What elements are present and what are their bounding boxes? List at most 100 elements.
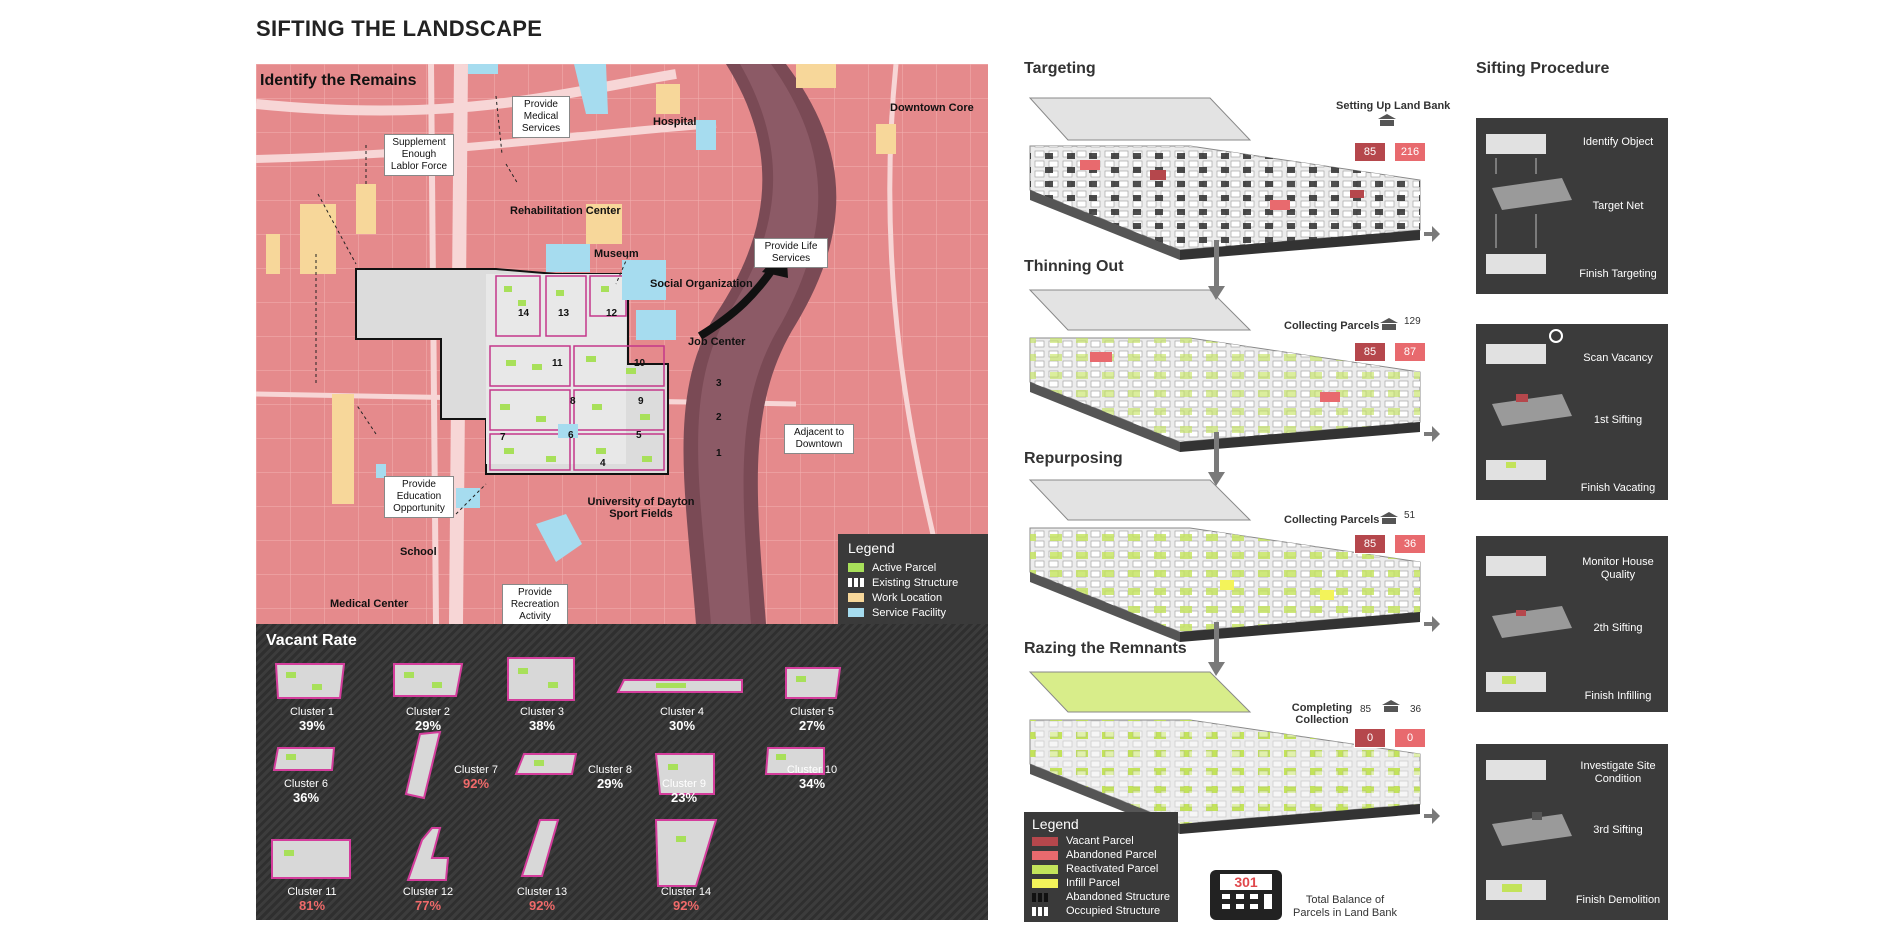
swatch — [848, 563, 864, 572]
map-legend: Legend Active Parcel Existing Structure … — [838, 534, 988, 624]
cluster-number-12: 12 — [606, 308, 618, 319]
cluster-number-1: 1 — [716, 448, 722, 459]
procedure-panel-3: Monitor House Quality 2th Sifting Finish… — [1476, 536, 1668, 712]
slab-targeting — [1028, 97, 1421, 260]
cluster-number-13: 13 — [558, 308, 570, 319]
procedure-1-mid: Target Net — [1592, 200, 1644, 212]
slab-razing-the-remnants — [1028, 671, 1421, 834]
cluster-shapes — [271, 657, 842, 887]
cluster-number-3: 3 — [716, 378, 722, 389]
callout-life-services: Provide Life Services — [754, 238, 828, 268]
swatch — [1032, 864, 1058, 874]
label-rehabilitation-center: Rehabilitation Center — [510, 205, 621, 217]
label-hospital: Hospital — [653, 116, 697, 128]
map-graphics — [256, 64, 988, 624]
swatch — [1032, 892, 1058, 902]
sifting-steps-graphics — [1028, 97, 1440, 834]
procedure-3-top: Monitor House Quality — [1582, 556, 1654, 581]
cluster-number-14: 14 — [518, 308, 530, 319]
cluster-number-7: 7 — [500, 432, 506, 443]
procedure-graphic — [1486, 556, 1572, 692]
map-legend-title: Legend — [848, 540, 895, 556]
procedure-1-bottom: Finish Targeting — [1579, 268, 1657, 280]
procedure-2-top: Scan Vacancy — [1583, 352, 1653, 364]
label-ud-sport-fields: University of Dayton Sport Fields — [587, 496, 695, 520]
label-social-organization: Social Organization — [650, 278, 753, 290]
bank-abandoned-count-4: 0 — [1394, 728, 1426, 748]
bank-side-count-4: 36 — [1410, 704, 1422, 715]
procedure-3-bottom: Finish Infilling — [1584, 690, 1652, 702]
magnifier-icon — [1549, 329, 1563, 343]
cluster-number-10: 10 — [634, 358, 646, 369]
procedure-graphic — [1486, 134, 1572, 274]
slab-repurposing — [1028, 479, 1421, 642]
land-bank-total-label: Total Balance of Parcels in Land Bank — [1293, 894, 1397, 919]
parcel-legend-item: Vacant Parcel — [1024, 834, 1178, 848]
label-school: School — [400, 546, 437, 558]
bank-icon — [1380, 512, 1398, 526]
procedure-4-top: Investigate Site Condition — [1580, 760, 1656, 785]
bank-side-count-2: 129 — [1404, 316, 1421, 327]
bank-abandoned-count-2: 87 — [1394, 342, 1426, 362]
step-repurposing-title: Repurposing — [1024, 450, 1123, 467]
procedure-1-top: Identify Object — [1582, 136, 1654, 148]
callout-adjacent-downtown: Adjacent to Downtown — [784, 424, 854, 454]
parcel-legend-item: Infill Parcel — [1024, 876, 1178, 890]
swatch — [1032, 850, 1058, 860]
cluster-number-2: 2 — [716, 412, 722, 423]
parcel-legend-title: Legend — [1032, 816, 1079, 832]
cluster-number-6: 6 — [568, 430, 574, 441]
swatch — [848, 608, 864, 617]
procedure-graphic — [1486, 329, 1572, 480]
procedure-3-mid: 2th Sifting — [1593, 622, 1643, 634]
swatch — [1032, 836, 1058, 846]
procedure-4-bottom: Finish Demolition — [1575, 894, 1661, 906]
callout-medical-services: Provide Medical Services — [512, 96, 570, 138]
step-targeting-title: Targeting — [1024, 60, 1096, 77]
label-medical-center: Medical Center — [330, 598, 409, 610]
map-heading: Identify the Remains — [260, 72, 417, 89]
procedure-panel-2: Scan Vacancy 1st Sifting Finish Vacating — [1476, 324, 1668, 500]
cluster-number-9: 9 — [638, 396, 644, 407]
callout-labor-force: Supplement Enough Lablor Force — [384, 134, 454, 176]
bank-icon — [1378, 114, 1396, 128]
slab-thinning-out — [1028, 289, 1421, 452]
swatch — [848, 593, 864, 602]
parcel-legend-item: Reactivated Parcel — [1024, 862, 1178, 876]
land-bank-total: 301 — [1220, 874, 1272, 890]
procedure-panel-4: Investigate Site Condition 3rd Sifting F… — [1476, 744, 1668, 920]
bank-vacant-count-4: 0 — [1354, 728, 1386, 748]
swatch — [848, 578, 864, 587]
procedure-heading: Sifting Procedure — [1476, 60, 1610, 77]
procedure-2-bottom: Finish Vacating — [1580, 482, 1656, 494]
swatch — [1032, 906, 1058, 916]
vacant-rate-heading: Vacant Rate — [266, 632, 357, 649]
map-legend-item: Existing Structure — [838, 575, 988, 590]
bank-side-count-4-left: 85 — [1360, 704, 1372, 715]
cluster-number-11: 11 — [552, 358, 563, 369]
cluster-number-4: 4 — [600, 458, 606, 469]
page-title: SIFTING THE LANDSCAPE — [256, 16, 543, 41]
bank-label-3: Collecting Parcels — [1284, 514, 1380, 526]
bank-side-count-3: 51 — [1404, 510, 1416, 521]
step-razing-title: Razing the Remnants — [1024, 640, 1187, 657]
bank-abandoned-count-3: 36 — [1394, 534, 1426, 554]
swatch — [1032, 878, 1058, 888]
parcel-legend-item: Abandoned Structure — [1024, 890, 1178, 904]
parcel-legend-item: Abandoned Parcel — [1024, 848, 1178, 862]
map-legend-item: Work Location — [838, 590, 988, 605]
cluster-number-5: 5 — [636, 430, 642, 441]
procedure-4-mid: 3rd Sifting — [1593, 824, 1643, 836]
bank-vacant-count-1: 85 — [1354, 142, 1386, 162]
parcel-legend-item: Occupied Structure — [1024, 904, 1178, 918]
